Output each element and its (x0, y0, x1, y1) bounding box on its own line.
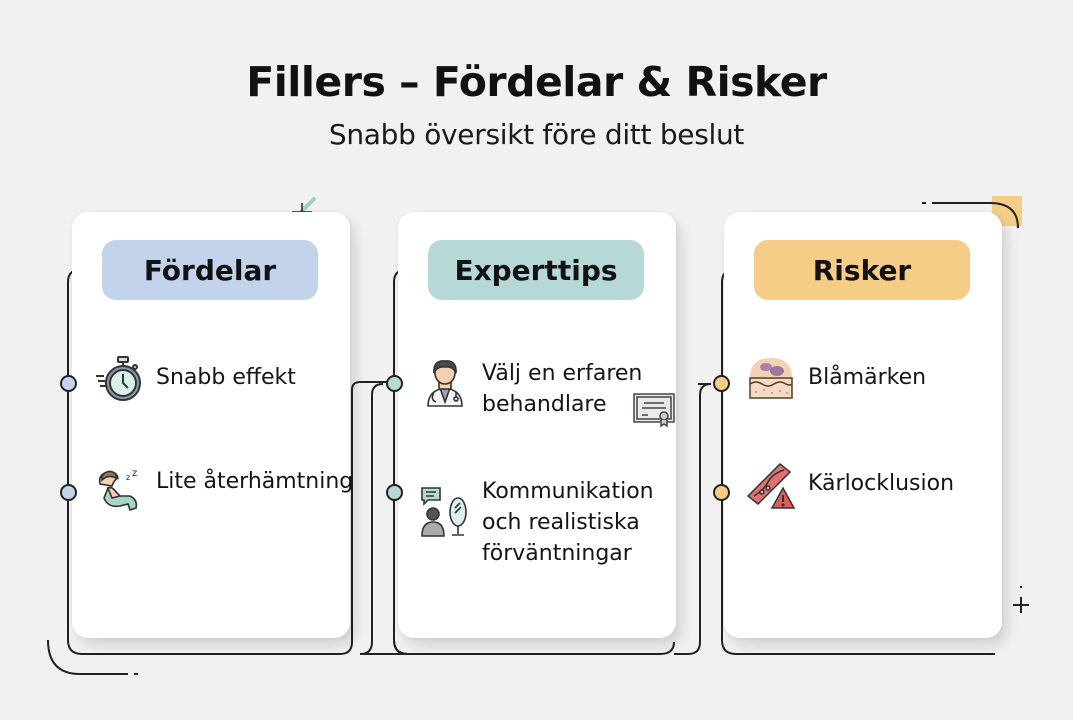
list-item: Välj en erfaren behandlare (420, 358, 682, 428)
timeline-dot (386, 375, 403, 392)
timeline-dot (713, 484, 730, 501)
bruised-skin-icon (749, 358, 793, 399)
list-item: Snabb effekt (94, 354, 356, 404)
benefits-heading: Fördelar (102, 240, 318, 300)
page-subtitle: Snabb översikt före ditt beslut (328, 118, 745, 151)
svg-text:z: z (132, 468, 137, 479)
item-label: Snabb effekt (156, 365, 296, 390)
list-item: z z Lite återhämtning (94, 466, 356, 516)
blood-vessel-warning-icon (746, 462, 796, 509)
item-label: Kärlocklusion (808, 471, 955, 496)
timeline-dot (60, 375, 77, 392)
item-label: Blåmärken (808, 365, 927, 390)
timeline-dot (386, 484, 403, 501)
tips-card: Experttips Välj en erfaren behandlare (398, 212, 676, 638)
timeline-dot (713, 375, 730, 392)
doctor-icon (427, 360, 463, 407)
item-label: Välj en erfaren behandlare (482, 358, 682, 428)
svg-text:z: z (126, 473, 130, 482)
risks-card: Risker Blåmärken (724, 212, 1002, 638)
page-title: Fillers – Fördelar & Risker (246, 58, 827, 106)
certificate-icon (633, 393, 675, 428)
stopwatch-icon (96, 356, 141, 401)
list-item: Kärlocklusion (746, 460, 1008, 510)
risks-heading: Risker (754, 240, 970, 300)
item-label: Lite återhämtning (156, 469, 354, 494)
item-label: Kommunikation och realistiska förväntnin… (482, 479, 654, 566)
relaxing-person-icon: z z (98, 468, 137, 512)
person-mirror-chat-icon (421, 487, 467, 537)
list-item: Kommunikation och realistiska förväntnin… (420, 476, 682, 569)
tips-heading: Experttips (428, 240, 644, 300)
list-item: Blåmärken (746, 354, 1008, 404)
timeline-dot (60, 484, 77, 501)
benefits-card: Fördelar Snabb effekt z z (72, 212, 353, 638)
